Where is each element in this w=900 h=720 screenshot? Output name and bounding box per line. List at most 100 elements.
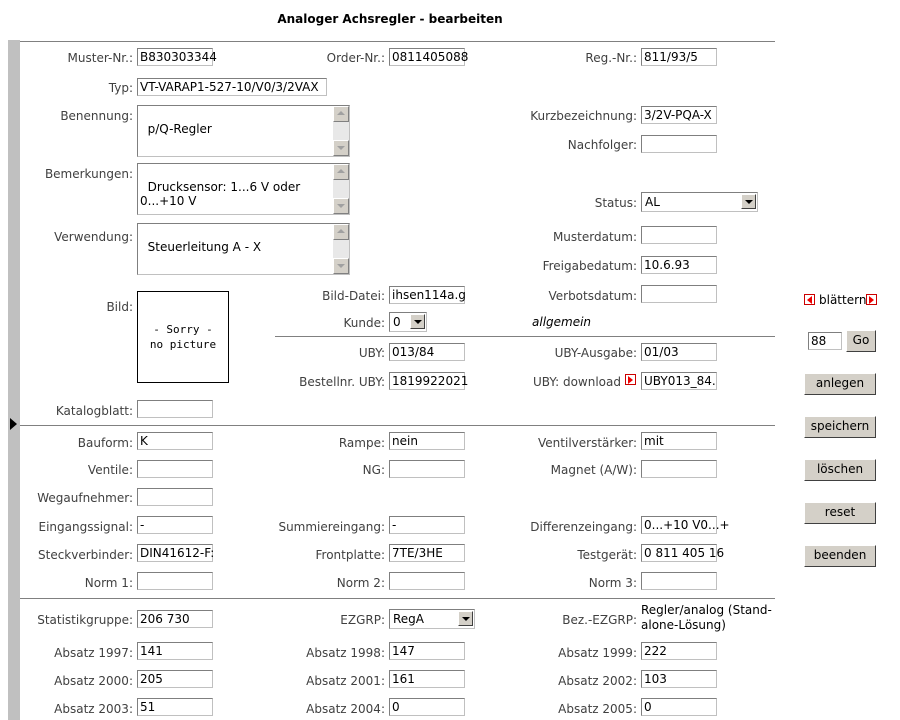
- ventilverstaerker-field[interactable]: mit: [641, 432, 717, 450]
- frontplatte-field[interactable]: 7TE/3HE: [389, 544, 465, 562]
- next-arrow-icon[interactable]: [866, 294, 877, 305]
- testgeraet-field[interactable]: 0 811 405 16: [641, 544, 724, 562]
- status-label: Status:: [594, 196, 637, 210]
- kurzbezeichnung-label: Kurzbezeichnung:: [530, 109, 637, 123]
- ng-field[interactable]: [389, 460, 465, 478]
- verwendung-scrollbar[interactable]: [333, 224, 349, 274]
- reg-nr-field[interactable]: 811/93/5: [641, 48, 717, 66]
- absatz-1998-label: Absatz 1998:: [306, 646, 385, 660]
- ventile-field[interactable]: [137, 460, 213, 478]
- bez-ezgrp-value: Regler/analog (Stand- alone-Lösung): [641, 603, 772, 632]
- speichern-button[interactable]: speichern: [804, 416, 876, 438]
- norm1-field[interactable]: [137, 572, 213, 590]
- absatz-2003-field[interactable]: 51: [137, 698, 213, 716]
- typ-field[interactable]: VT-VARAP1-527-10/V0/3/2VAX: [137, 78, 327, 96]
- steckverbinder-field[interactable]: DIN41612-F:: [137, 544, 214, 562]
- differenzeingang-label: Differenzeingang:: [530, 520, 637, 534]
- picture-placeholder: - Sorry - no picture: [137, 291, 229, 383]
- absatz-2001-field[interactable]: 161: [389, 670, 465, 688]
- download-arrow-icon[interactable]: [625, 374, 636, 385]
- absatz-2000-field[interactable]: 205: [137, 670, 213, 688]
- norm3-label: Norm 3:: [588, 576, 637, 590]
- summiereingang-field[interactable]: -: [389, 516, 465, 534]
- benennung-textarea[interactable]: p/Q-Regler: [137, 105, 350, 157]
- kurzbezeichnung-field[interactable]: 3/2V-PQA-X: [641, 106, 717, 124]
- verbotsdatum-label: Verbotsdatum:: [548, 289, 637, 303]
- musterdatum-field[interactable]: [641, 226, 717, 244]
- absatz-2004-field[interactable]: 0: [389, 698, 465, 716]
- page-number-field[interactable]: 88: [808, 332, 842, 350]
- chevron-down-icon[interactable]: [741, 194, 756, 209]
- bauform-label: Bauform:: [77, 436, 133, 450]
- katalogblatt-field[interactable]: [137, 400, 213, 418]
- separator: [20, 425, 775, 426]
- go-button[interactable]: Go: [846, 330, 876, 352]
- chevron-down-icon[interactable]: [458, 611, 473, 626]
- bauform-field[interactable]: K: [137, 432, 213, 450]
- beenden-button[interactable]: beenden: [804, 545, 876, 567]
- order-nr-field[interactable]: 0811405088: [389, 48, 468, 66]
- kunde-select[interactable]: 0: [389, 312, 427, 332]
- reset-button[interactable]: reset: [804, 502, 876, 524]
- uby-ausgabe-field[interactable]: 01/03: [641, 343, 717, 361]
- verwendung-textarea[interactable]: Steuerleitung A - X: [137, 223, 350, 275]
- benennung-scrollbar[interactable]: [333, 106, 349, 156]
- absatz-2001-label: Absatz 2001:: [306, 674, 385, 688]
- kunde-description: allgemein: [532, 315, 592, 329]
- statistikgruppe-label: Statistikgruppe:: [37, 613, 133, 627]
- ezgrp-value: RegA: [393, 612, 425, 626]
- differenzeingang-field[interactable]: 0...+10 V0...+: [641, 516, 730, 534]
- absatz-1997-field[interactable]: 141: [137, 642, 213, 660]
- uby-field[interactable]: 013/84: [389, 343, 465, 361]
- benennung-text: p/Q-Regler: [147, 122, 212, 136]
- bestellnr-uby-field[interactable]: 1819922021: [389, 372, 468, 390]
- scroll-down-icon[interactable]: [333, 258, 349, 274]
- muster-nr-label: Muster-Nr.:: [67, 51, 133, 65]
- uby-download-field[interactable]: UBY013_84.: [641, 372, 717, 390]
- absatz-2002-field[interactable]: 103: [641, 670, 717, 688]
- absatz-1998-field[interactable]: 147: [389, 642, 465, 660]
- norm2-field[interactable]: [389, 572, 465, 590]
- freigabedatum-field[interactable]: 10.6.93: [641, 256, 717, 274]
- page-title: Analoger Achsregler - bearbeiten: [277, 12, 503, 26]
- bemerkungen-scrollbar[interactable]: [333, 164, 349, 214]
- kunde-value: 0: [393, 315, 401, 329]
- norm3-field[interactable]: [641, 572, 717, 590]
- absatz-2000-label: Absatz 2000:: [54, 674, 133, 688]
- bez-ezgrp-label: Bez.-EZGRP:: [562, 613, 637, 627]
- verbotsdatum-field[interactable]: [641, 285, 717, 303]
- ventilverstaerker-label: Ventilverstärker:: [538, 436, 637, 450]
- scroll-down-icon[interactable]: [333, 198, 349, 214]
- nachfolger-field[interactable]: [641, 135, 717, 153]
- statistikgruppe-field[interactable]: 206 730: [137, 610, 213, 628]
- bemerkungen-textarea[interactable]: Drucksensor: 1...6 V oder 0...+10 V: [137, 163, 350, 215]
- anlegen-button[interactable]: anlegen: [804, 373, 876, 395]
- ezgrp-select[interactable]: RegA: [389, 609, 475, 629]
- summiereingang-label: Summiereingang:: [278, 520, 385, 534]
- loeschen-button[interactable]: löschen: [804, 459, 876, 481]
- row-pointer-icon: [10, 418, 17, 430]
- magnet-label: Magnet (A/W):: [550, 463, 637, 477]
- reg-nr-label: Reg.-Nr.:: [585, 51, 637, 65]
- wegaufnehmer-field[interactable]: [137, 488, 213, 506]
- chevron-down-icon[interactable]: [410, 314, 425, 329]
- bemerkungen-label: Bemerkungen:: [44, 167, 133, 181]
- absatz-2005-field[interactable]: 0: [641, 698, 717, 716]
- nachfolger-label: Nachfolger:: [567, 138, 637, 152]
- separator: [275, 336, 775, 337]
- scroll-up-icon[interactable]: [333, 224, 349, 240]
- previous-arrow-icon[interactable]: [804, 294, 815, 305]
- bild-datei-field[interactable]: ihsen114a.g: [389, 286, 466, 304]
- scroll-up-icon[interactable]: [333, 164, 349, 180]
- scroll-down-icon[interactable]: [333, 140, 349, 156]
- separator: [20, 41, 775, 42]
- status-select[interactable]: AL: [641, 192, 758, 212]
- scroll-up-icon[interactable]: [333, 106, 349, 122]
- absatz-1999-field[interactable]: 222: [641, 642, 717, 660]
- eingangssignal-label: Eingangssignal:: [38, 520, 133, 534]
- muster-nr-field[interactable]: B830303344: [137, 48, 217, 66]
- eingangssignal-field[interactable]: -: [137, 516, 213, 534]
- rampe-field[interactable]: nein: [389, 432, 465, 450]
- magnet-field[interactable]: [641, 460, 717, 478]
- norm1-label: Norm 1:: [84, 576, 133, 590]
